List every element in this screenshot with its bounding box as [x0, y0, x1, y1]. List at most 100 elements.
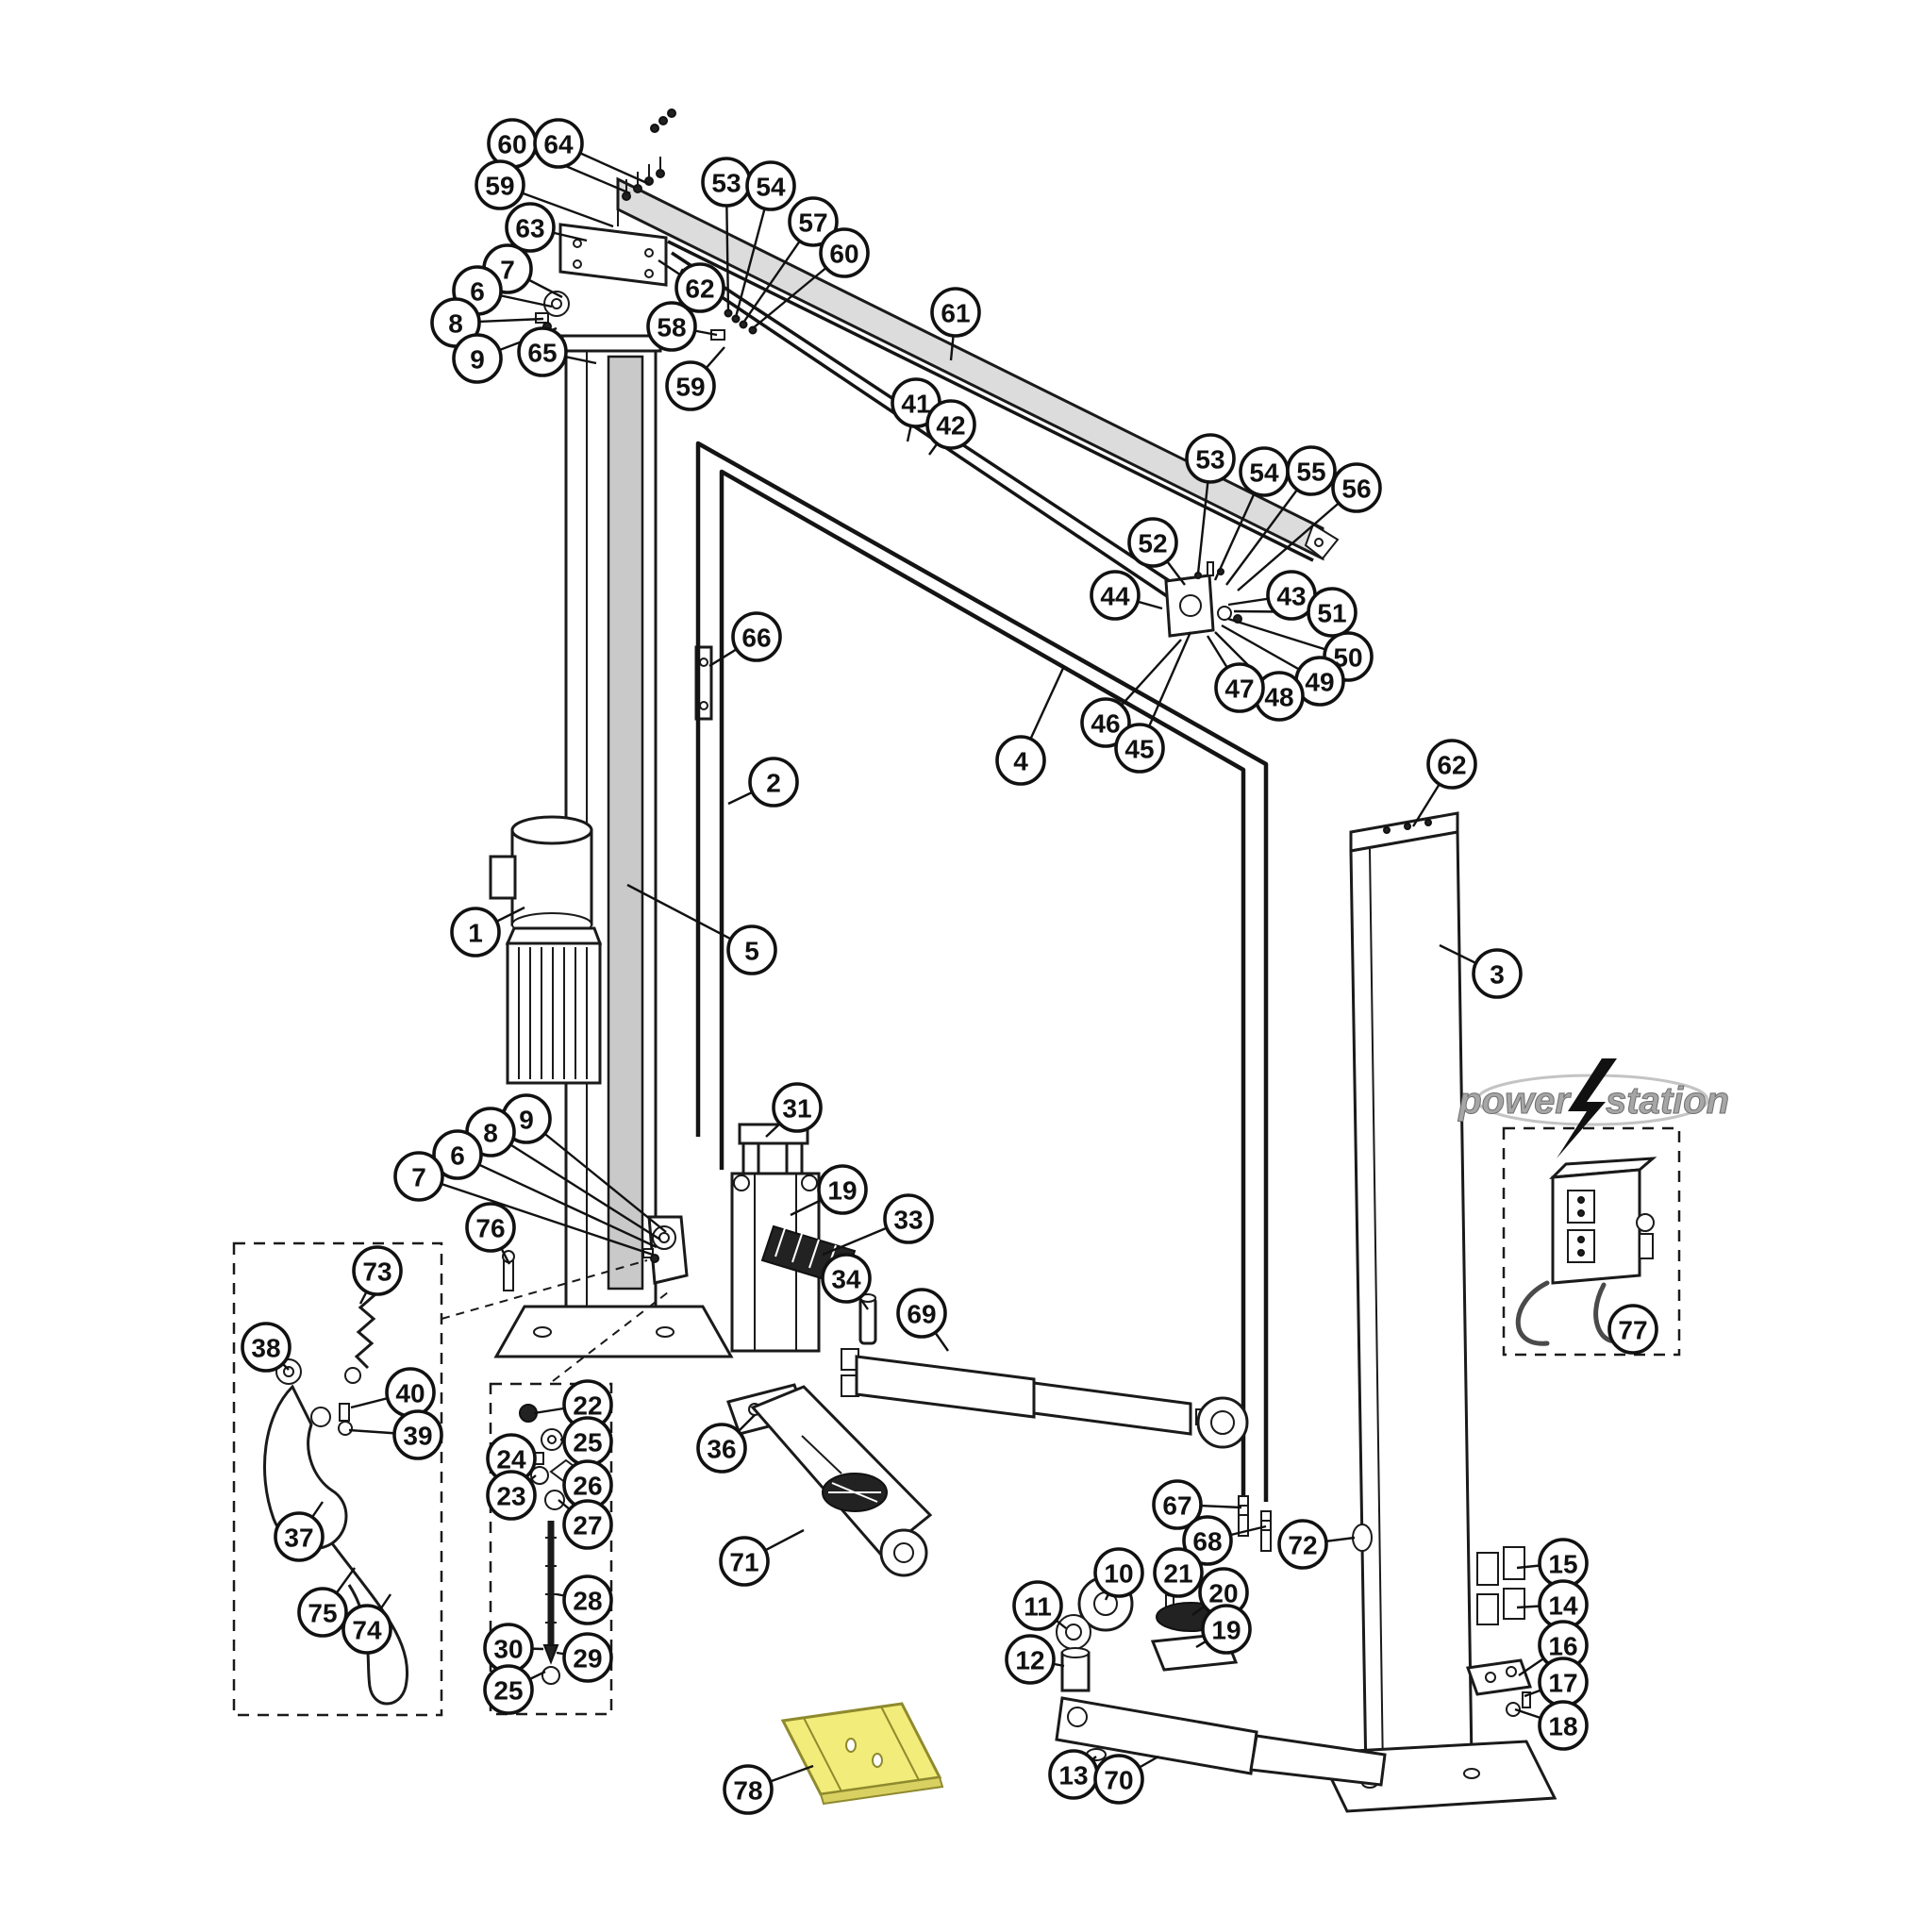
callout-34: 34 — [821, 1253, 872, 1304]
lift-arm-69 — [841, 1348, 1249, 1449]
callout-circle-45 — [1114, 723, 1165, 774]
callout-circle-11 — [1012, 1580, 1063, 1631]
callout-number-14: 14 — [1548, 1591, 1578, 1621]
callout-43: 43 — [1266, 570, 1317, 621]
anchor-hardware-stack — [1465, 1546, 1533, 1717]
lock-pin-34 — [858, 1296, 877, 1345]
callout-number-40: 40 — [395, 1379, 425, 1408]
callout-number-20: 20 — [1208, 1579, 1238, 1608]
callout-63: 63 — [505, 202, 556, 253]
leader-line-9 — [525, 1118, 667, 1233]
callout-number-39: 39 — [403, 1422, 432, 1451]
callout-number-18: 18 — [1548, 1712, 1577, 1741]
callout-circle-59 — [665, 360, 716, 411]
callout-number-56: 56 — [1341, 475, 1371, 504]
callout-13: 13 — [1048, 1749, 1099, 1800]
rod-tip-30 — [542, 1644, 559, 1665]
callout-number-64: 64 — [543, 130, 574, 159]
callout-73: 73 — [352, 1245, 403, 1296]
callout-circle-59 — [475, 159, 525, 210]
callout-68: 68 — [1182, 1515, 1233, 1566]
callout-number-58: 58 — [657, 313, 686, 342]
callout-number-28: 28 — [573, 1587, 602, 1616]
callout-46: 46 — [1080, 697, 1131, 748]
callout-number-38: 38 — [251, 1334, 280, 1363]
callout-number-53: 53 — [1195, 445, 1224, 475]
callout-76: 76 — [465, 1202, 516, 1253]
callout-number-49: 49 — [1305, 668, 1334, 697]
callout-circle-21 — [1153, 1547, 1204, 1598]
callout-number-1: 1 — [468, 919, 483, 948]
callout-30: 30 — [483, 1623, 534, 1674]
callout-number-17: 17 — [1548, 1669, 1577, 1698]
callout-circle-9 — [452, 333, 503, 384]
callout-53: 53 — [1185, 433, 1236, 484]
callout-number-72: 72 — [1288, 1531, 1317, 1560]
callout-circle-28 — [562, 1574, 613, 1625]
callout-number-59: 59 — [485, 172, 514, 201]
callout-7: 7 — [393, 1151, 444, 1202]
regulator-gauge — [1636, 1213, 1655, 1232]
callout-number-16: 16 — [1548, 1632, 1577, 1661]
callout-29: 29 — [562, 1632, 613, 1683]
leader-line-8 — [490, 1130, 661, 1241]
callout-51: 51 — [1307, 587, 1357, 638]
callout-56: 56 — [1331, 462, 1382, 513]
callout-circle-23 — [486, 1470, 537, 1521]
callout-circle-64 — [533, 118, 584, 169]
callout-number-15: 15 — [1548, 1550, 1577, 1579]
callout-number-6: 6 — [450, 1141, 465, 1171]
latch-detail-inset — [232, 1241, 648, 1717]
callout-60: 60 — [487, 118, 538, 169]
left-base-plate — [493, 1305, 734, 1358]
callout-circle-39 — [392, 1409, 443, 1460]
callout-75: 75 — [297, 1587, 348, 1638]
power-station-inset: power station — [1457, 1058, 1730, 1357]
callout-number-61: 61 — [941, 299, 970, 328]
callout-number-26: 26 — [573, 1472, 602, 1501]
callout-61: 61 — [930, 287, 981, 338]
callout-number-8: 8 — [448, 309, 463, 339]
callout-number-76: 76 — [475, 1214, 505, 1243]
callout-1: 1 — [450, 907, 501, 958]
callout-number-13: 13 — [1058, 1761, 1088, 1790]
callout-circle-62 — [1426, 739, 1477, 790]
callout-23: 23 — [486, 1470, 537, 1521]
callout-circle-4 — [995, 735, 1046, 786]
callout-59: 59 — [475, 159, 525, 210]
callout-number-11: 11 — [1024, 1592, 1052, 1622]
callout-circle-5 — [726, 924, 777, 975]
callout-circle-3 — [1472, 948, 1523, 999]
callout-28: 28 — [562, 1574, 613, 1625]
callout-circle-33 — [883, 1193, 934, 1244]
callout-circle-2 — [748, 757, 799, 808]
callout-circle-47 — [1214, 662, 1265, 713]
callout-circle-75 — [297, 1587, 348, 1638]
overhead-cables — [667, 240, 1314, 608]
callout-number-5: 5 — [744, 937, 759, 966]
callout-24: 24 — [486, 1433, 537, 1484]
callout-number-42: 42 — [936, 411, 965, 441]
callout-circle-58 — [646, 301, 697, 352]
callout-circle-69 — [896, 1288, 947, 1339]
brand-word-power: power — [1457, 1080, 1572, 1122]
callout-number-25: 25 — [493, 1676, 523, 1706]
callout-number-29: 29 — [573, 1644, 602, 1674]
callout-circle-19 — [1201, 1604, 1252, 1655]
callout-number-73: 73 — [362, 1257, 391, 1287]
bolt-40 — [339, 1403, 350, 1422]
callout-number-19: 19 — [1211, 1616, 1241, 1645]
floor-plate-78 — [780, 1702, 944, 1806]
washer-23 — [530, 1466, 549, 1485]
callout-number-10: 10 — [1104, 1559, 1133, 1589]
callout-circle-76 — [465, 1202, 516, 1253]
brand-word-station: station — [1606, 1080, 1729, 1122]
callout-number-8: 8 — [483, 1119, 498, 1148]
callout-62: 62 — [1426, 739, 1477, 790]
beam-end-hardware — [710, 308, 758, 341]
callout-circle-72 — [1277, 1519, 1328, 1570]
callout-49: 49 — [1294, 656, 1345, 707]
callout-number-2: 2 — [766, 769, 781, 798]
